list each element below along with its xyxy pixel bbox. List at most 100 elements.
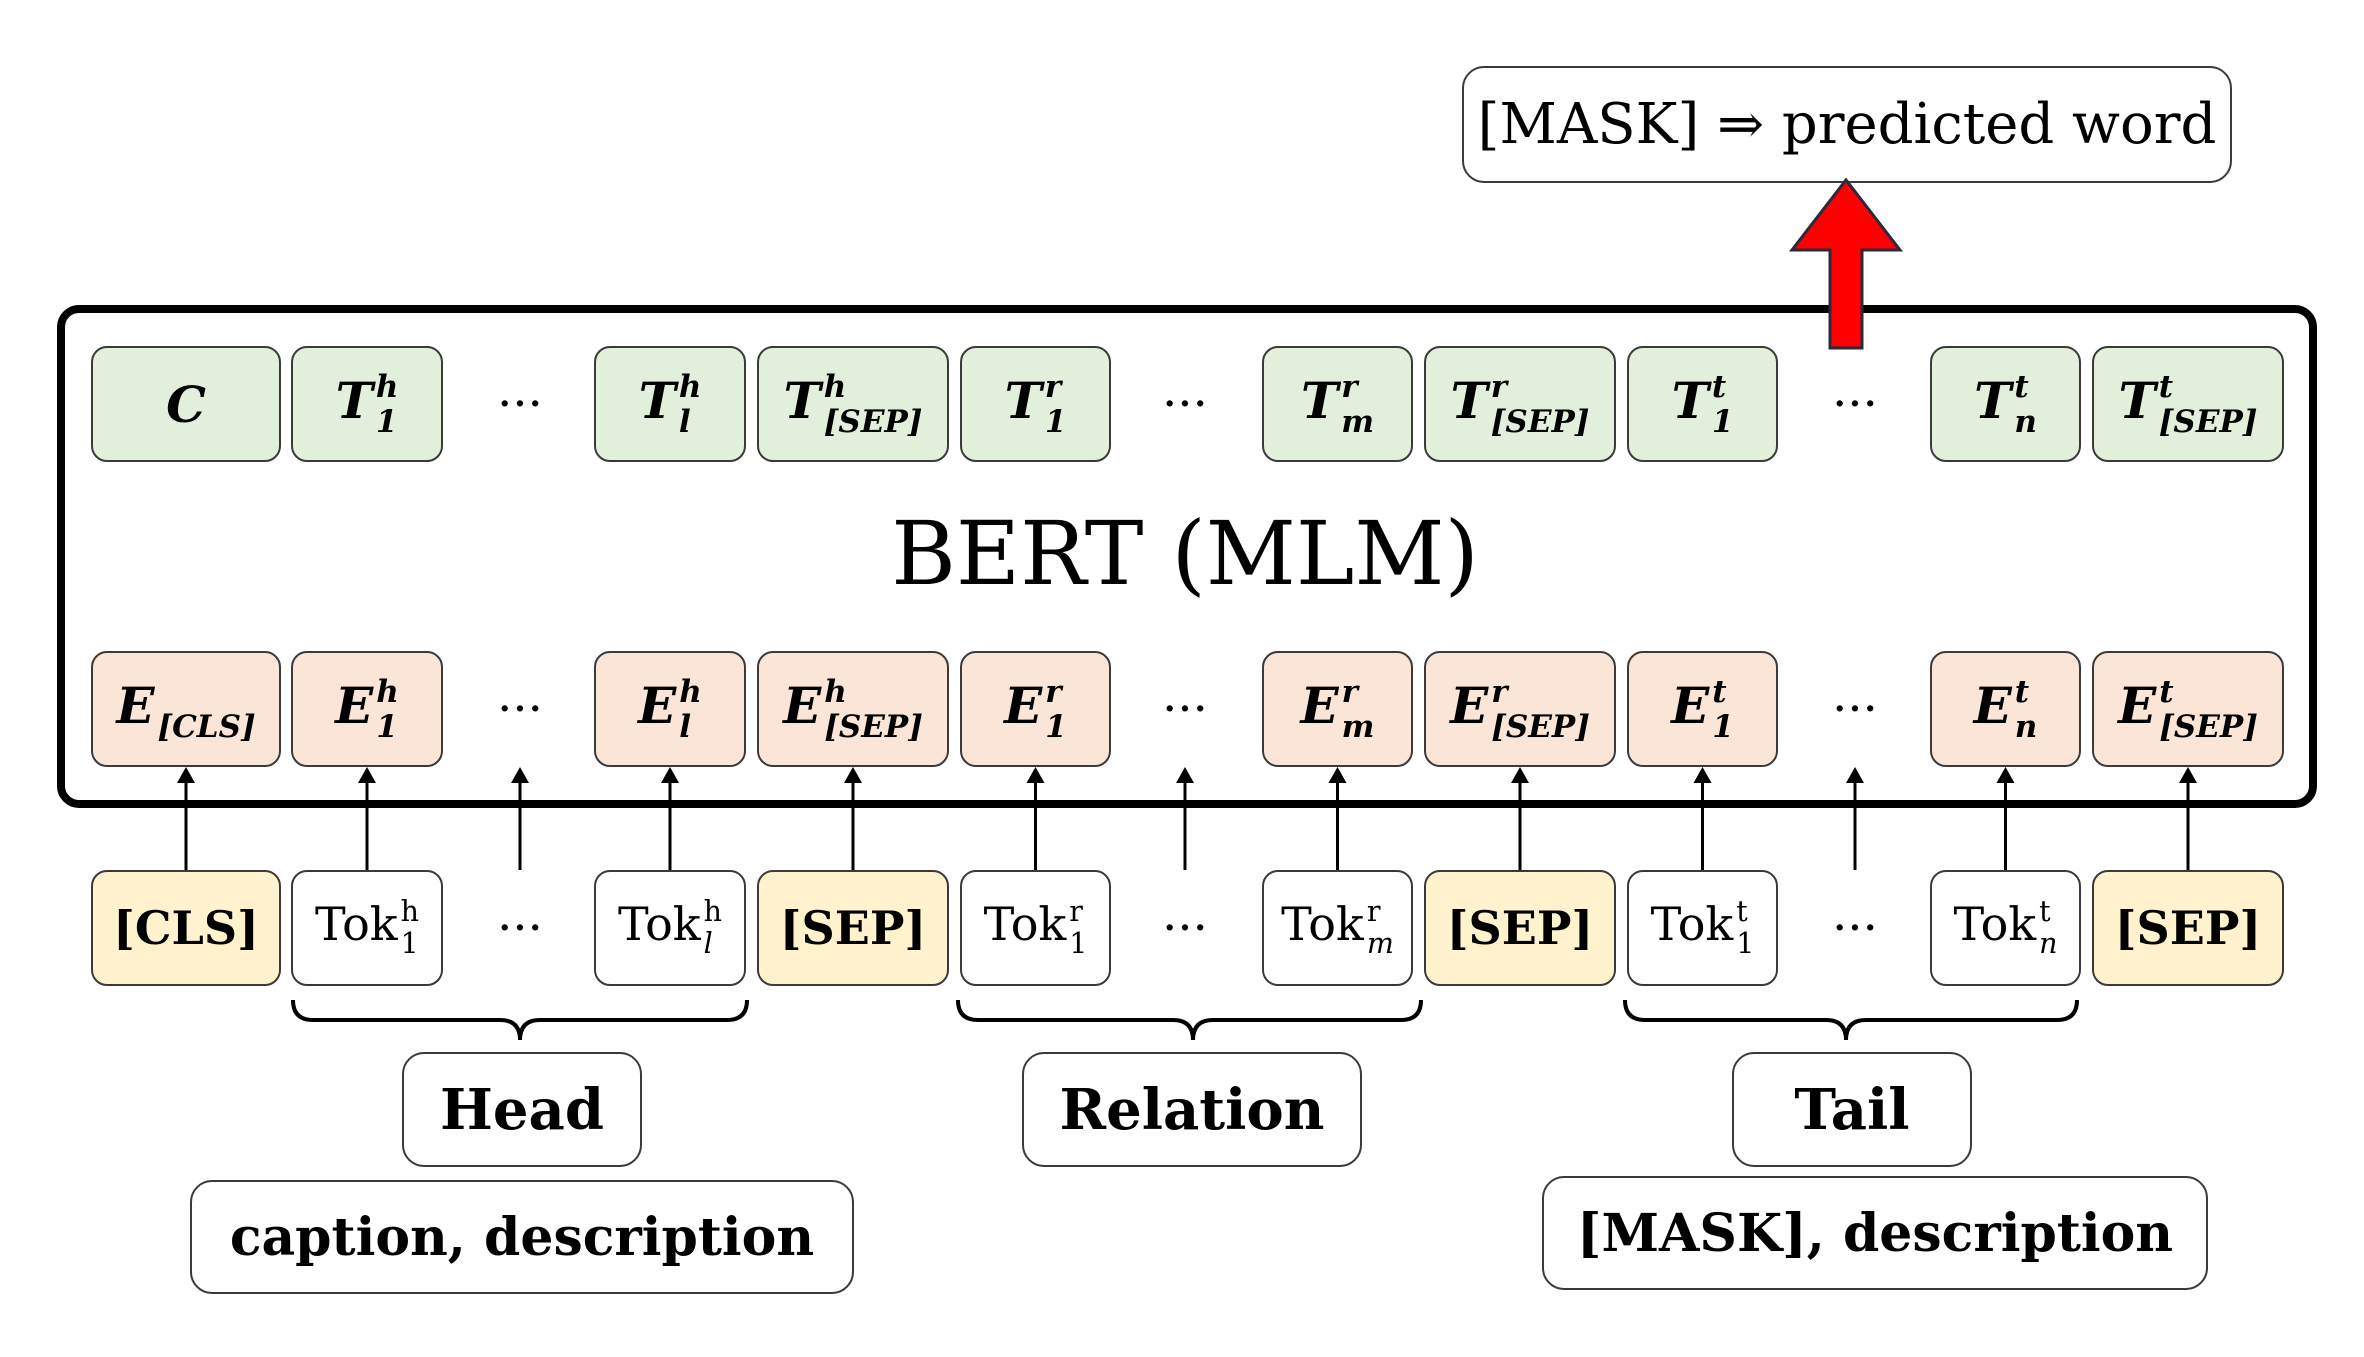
output-token-symbol-sup: t (2014, 368, 2029, 405)
embedding-symbol-base: E (335, 675, 374, 735)
embedding-symbol-sup: t (1712, 673, 1727, 710)
input-token-symbol-base: Tok (983, 897, 1067, 952)
embedding-symbol-sub: l (679, 708, 692, 745)
input-token-symbol-sup: r (1366, 894, 1381, 928)
embedding-symbol-base: E (783, 675, 822, 735)
input-token-symbol-base: Tok (314, 897, 398, 952)
embedding-ellipsis: ··· (497, 681, 543, 737)
output-token-symbol-base: T (1671, 370, 1709, 430)
output-token-symbol-base: C (166, 374, 206, 434)
embedding-symbol-sup: r (1491, 673, 1508, 710)
tail-brace (1623, 999, 2079, 1041)
embedding-symbol-sup: t (2014, 673, 2030, 710)
embedding-symbol-base: E (116, 675, 155, 735)
input-token-ellipsis: ··· (497, 900, 543, 956)
output-token-symbol-base: T (2118, 370, 2156, 430)
model-title: BERT (MLM) (891, 502, 1479, 605)
embedding-symbol-sub: [SEP] (1491, 708, 1590, 745)
output-label: [MASK] ⇒ predicted word (1477, 92, 2217, 157)
input-arrow-head (2179, 767, 2197, 783)
input-token-special-label: [SEP] (2114, 901, 2262, 955)
output-token-symbol-base: T (335, 370, 373, 430)
output-token-symbol-sup: t (1711, 368, 1727, 405)
output-token-symbol-sup: r (1341, 368, 1358, 405)
head-label: Head (440, 1076, 604, 1143)
embedding-symbol-sub: [SEP] (2159, 708, 2258, 745)
embedding-symbol-sub: 1 (1712, 708, 1734, 745)
output-token-symbol: C (166, 375, 206, 434)
input-arrow-head (1511, 767, 1529, 783)
input-arrow-head (177, 767, 195, 783)
embedding-symbol-base: E (1004, 675, 1043, 735)
bert-model-frame (57, 305, 2317, 808)
relation-label: Relation (1059, 1076, 1325, 1143)
embedding-symbol-sup: t (2159, 673, 2174, 710)
embedding-symbol-base: E (638, 675, 677, 735)
embedding-symbol-sub: m (1341, 708, 1375, 745)
embedding-symbol-base: E (1671, 675, 1710, 735)
head-content: caption, description (229, 1206, 815, 1268)
embedding-ellipsis: ··· (1162, 681, 1208, 737)
input-token-symbol-sub: l (703, 927, 713, 961)
embedding-symbol-sup (157, 677, 255, 708)
embedding-box: E [CLS] (91, 651, 281, 767)
input-token-special-label: [CLS] (113, 901, 259, 955)
input-token-symbol-sub: 1 (1069, 927, 1088, 961)
input-token-symbol-sup: h (400, 894, 420, 928)
input-token-symbol-sub: 1 (1736, 927, 1755, 961)
embedding-symbol-sub: 1 (1045, 708, 1067, 745)
input-token-symbol-sup: t (1736, 894, 1748, 928)
embedding-symbol-base: E (1300, 675, 1339, 735)
input-arrow-head (1693, 767, 1712, 783)
output-token-symbol-sup: r (1044, 368, 1062, 405)
relation-label-box: Relation (1022, 1052, 1362, 1167)
output-token-symbol-sub: 1 (1711, 403, 1734, 440)
embedding-symbol-sub: [CLS] (157, 708, 256, 745)
input-token-symbol-base: Tok (617, 897, 701, 952)
tail-label: Tail (1794, 1076, 1910, 1143)
input-token-symbol-base: Tok (1953, 897, 2037, 952)
output-token-symbol-sub: [SEP] (2158, 403, 2258, 440)
output-token-symbol-sub: 1 (1044, 403, 1067, 440)
ellipsis-arrow-head (511, 767, 529, 783)
embedding-symbol-sup: h (376, 673, 399, 710)
input-arrow-head (1996, 767, 2015, 783)
input-token-symbol-sub: m (1366, 927, 1394, 961)
input-token-symbol-base: Tok (1650, 897, 1734, 952)
output-token-ellipsis: ··· (1162, 376, 1208, 432)
output-token-symbol-sub: [SEP] (1490, 403, 1590, 440)
output-token-symbol-sub: [SEP] (823, 403, 923, 440)
output-token-symbol-base: T (1004, 370, 1042, 430)
embedding-symbol-sup: r (1045, 673, 1062, 710)
